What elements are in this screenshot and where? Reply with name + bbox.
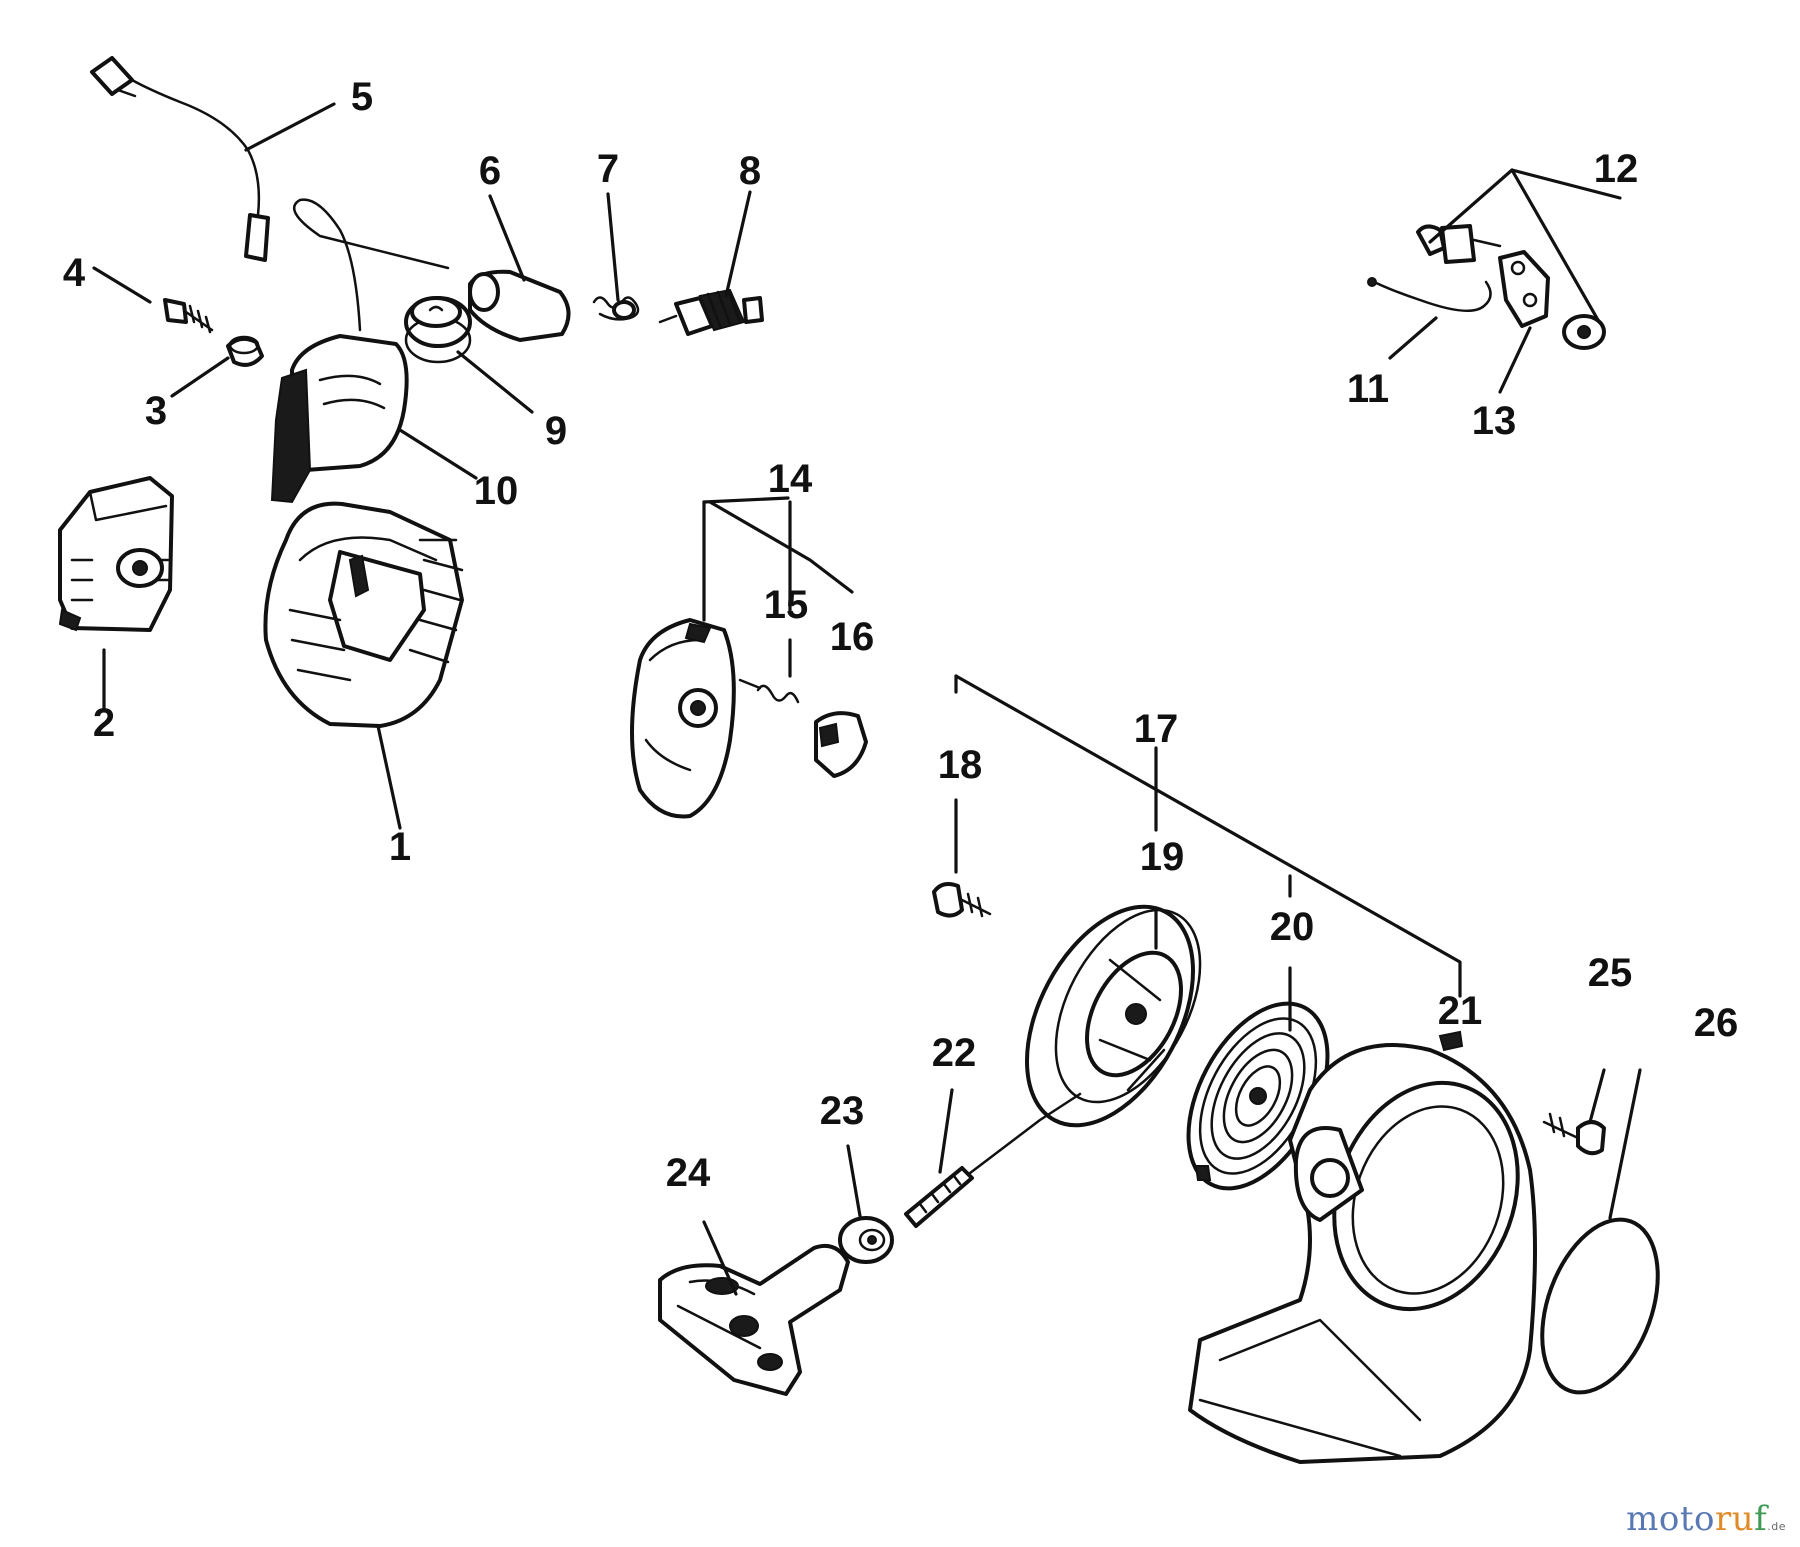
part-12-stop-switch [1416,224,1502,264]
callout-8: 8 [739,149,761,193]
part-16-clutch-shoe [814,711,868,778]
part-18-screw [932,882,992,918]
callout-numbers: 1 2 3 4 5 6 7 8 9 10 11 12 13 14 15 16 1… [63,75,1738,1195]
callout-24: 24 [666,1151,711,1195]
part-21-starter-housing [1188,1030,1537,1464]
part-14-clutch-assembly [630,618,736,819]
callout-14: 14 [768,457,813,501]
part-12-switch-nut [1562,314,1606,350]
callout-10: 10 [474,469,519,513]
part-13-switch-plate [1498,250,1550,328]
callout-2: 2 [93,701,115,745]
watermark-part-2: ru [1715,1499,1755,1539]
callout-26: 26 [1694,1001,1739,1045]
part-10-ignition-coil [270,198,450,504]
callout-6: 6 [479,149,501,193]
part-9-grommet [404,296,472,364]
callout-25: 25 [1588,951,1633,995]
part-2-clutch-housing [58,476,174,632]
part-25-screw [1542,1112,1606,1156]
part-4-screw [163,298,214,334]
watermark-tld: .de [1767,1520,1786,1533]
callout-12: 12 [1594,147,1639,191]
callout-7: 7 [597,147,619,191]
part-5-ignition-wire [90,56,270,262]
callout-16: 16 [830,615,875,659]
callout-21: 21 [1438,989,1483,1033]
callout-5: 5 [351,75,373,119]
part-26-o-ring [1540,1217,1660,1395]
leader-lines [92,102,1642,1296]
callout-3: 3 [145,389,167,433]
part-8-spark-plug [658,288,764,336]
callout-11: 11 [1347,367,1389,411]
part-3-bushing [226,335,264,367]
callout-1: 1 [389,825,411,869]
watermark-part-1: moto [1626,1499,1715,1539]
part-6-spark-plug-boot [468,269,571,342]
part-11-switch-wire [1367,277,1492,312]
part-24-starter-handle [658,1243,850,1396]
callout-15: 15 [764,583,809,627]
part-22-starter-rope [904,1092,1082,1228]
part-23-rope-guide [838,1216,894,1264]
part-15-clutch-spring [738,678,800,704]
callout-19: 19 [1140,835,1185,879]
part-7-spring [592,296,640,321]
callout-13: 13 [1472,399,1517,443]
callout-18: 18 [938,743,983,787]
part-19-recoil-pulley [1025,904,1202,1128]
part-1-flywheel [263,501,464,728]
callout-17: 17 [1134,707,1179,751]
callout-9: 9 [545,409,567,453]
callout-4: 4 [63,251,86,295]
callout-23: 23 [820,1089,865,1133]
watermark-logo: motoruf.de [1626,1499,1786,1539]
callout-20: 20 [1270,905,1315,949]
watermark-part-3: f [1754,1499,1768,1539]
callout-22: 22 [932,1031,977,1075]
